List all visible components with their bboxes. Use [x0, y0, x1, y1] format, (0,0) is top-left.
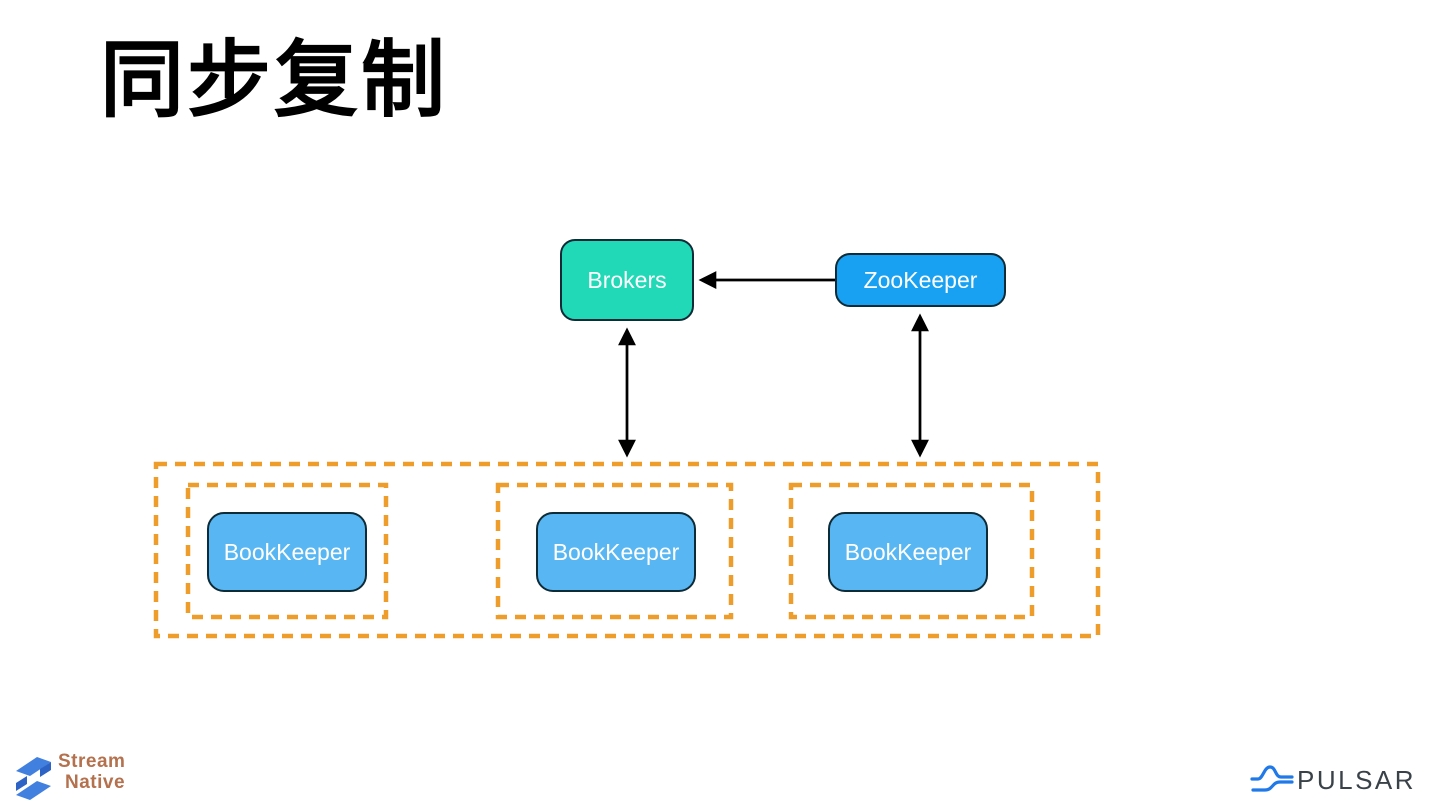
bookkeeper-label: BookKeeper	[223, 538, 351, 565]
page-title: 同步复制	[100, 33, 449, 127]
streamnative-line2: Native	[65, 772, 126, 793]
bookkeeper-node-1: BookKeeper	[207, 512, 367, 592]
bookkeeper-node-3: BookKeeper	[828, 512, 988, 592]
brokers-node: Brokers	[560, 239, 694, 321]
streamnative-wordmark: Stream Native	[58, 751, 125, 793]
pulsar-wordmark: PULSAR	[1297, 764, 1417, 795]
pulsar-icon	[1250, 765, 1294, 792]
bookkeeper-label: BookKeeper	[844, 538, 972, 565]
streamnative-logo: Stream Native	[14, 751, 125, 801]
streamnative-icon	[16, 757, 51, 800]
bookkeeper-node-2: BookKeeper	[536, 512, 696, 592]
streamnative-line1: Stream	[58, 751, 126, 772]
zookeeper-label: ZooKeeper	[863, 266, 978, 293]
pulsar-logo: PULSAR	[1250, 762, 1416, 798]
zookeeper-node: ZooKeeper	[835, 253, 1006, 307]
brokers-label: Brokers	[587, 266, 667, 293]
bookkeeper-label: BookKeeper	[552, 538, 680, 565]
